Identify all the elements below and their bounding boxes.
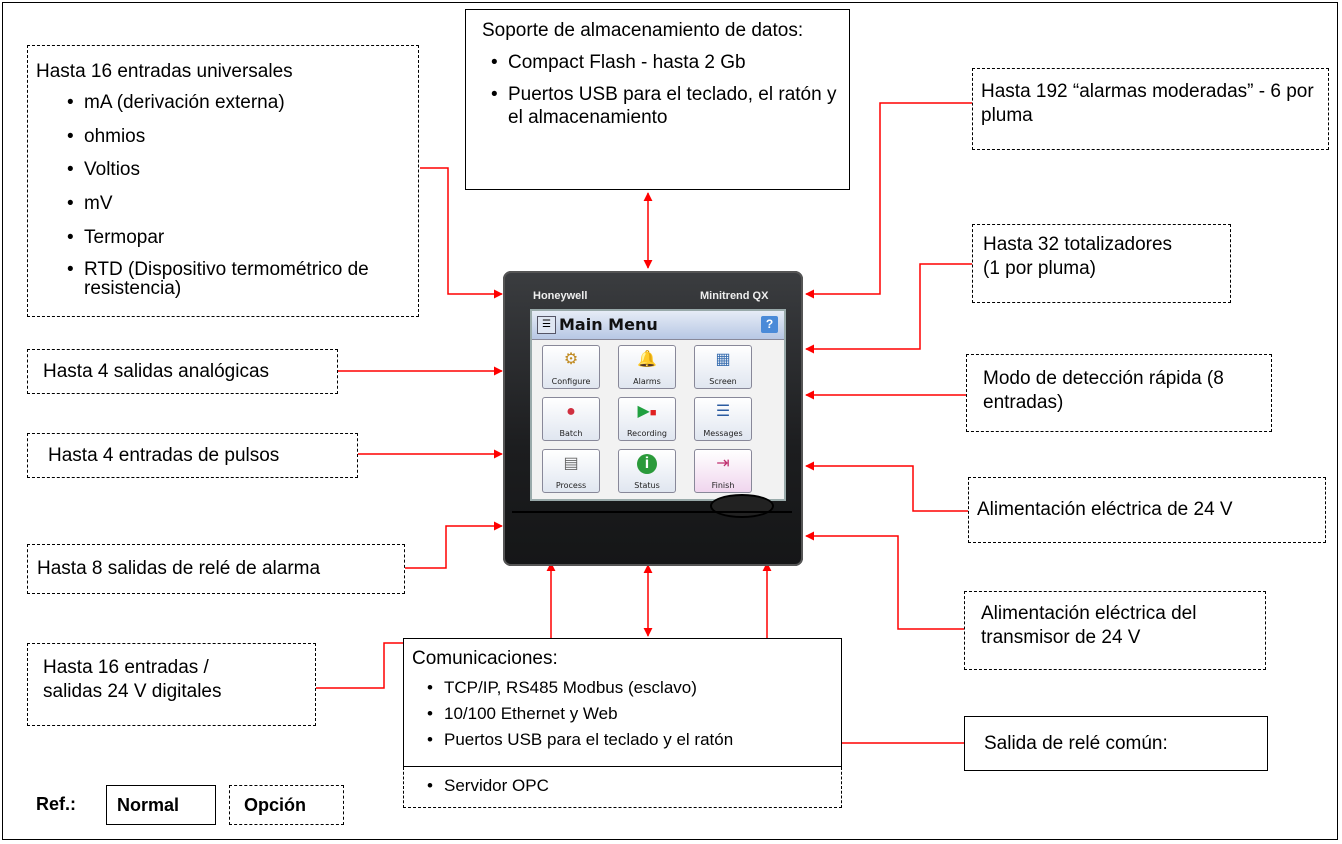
universal-inputs-list: mA (derivación externa) ohmios Voltios m… (36, 91, 410, 300)
screen-icon: ▦ (715, 351, 731, 368)
help-icon[interactable]: ? (761, 316, 778, 333)
device-lower-panel (512, 511, 792, 561)
digital-io-box: Hasta 16 entradas / salidas 24 V digital… (27, 643, 316, 726)
tile-label: Alarms (633, 377, 661, 386)
alarm-relays-text: Hasta 8 salidas de relé de alarma (37, 558, 321, 579)
tile-label: Recording (626, 429, 667, 438)
tile-status[interactable]: i Status (618, 449, 676, 493)
comms-item: 10/100 Ethernet y Web (418, 703, 841, 725)
comms-item: Puertos USB para el teclado y el ratón (418, 729, 841, 751)
soft-alarms-text: Hasta 192 “alarmas moderadas” - 6 por pl… (981, 81, 1314, 126)
storage-title: Soporte de almacenamiento de datos: (482, 20, 804, 41)
storage-item: Puertos USB para el teclado, el ratón y … (482, 83, 837, 131)
transmitter-power-text: Alimentación eléctrica del transmisor de… (981, 603, 1197, 648)
pulse-inputs-text: Hasta 4 entradas de pulsos (48, 445, 280, 466)
device-model: Minitrend QX (700, 290, 769, 302)
common-relay-text: Salida de relé común: (984, 733, 1168, 754)
tile-label: Status (634, 481, 660, 490)
universal-inputs-title: Hasta 16 entradas universales (36, 61, 293, 82)
common-relay-box: Salida de relé común: (964, 716, 1268, 771)
fast-scan-box: Modo de detección rápida (8 entradas) (966, 354, 1272, 432)
tile-process[interactable]: ▤ Process (542, 449, 600, 493)
universal-input-item: Voltios (58, 158, 410, 182)
tile-label: Finish (711, 481, 735, 490)
universal-input-item: RTD (Dispositivo termométrico de resiste… (58, 259, 389, 300)
analog-outputs-text: Hasta 4 salidas analógicas (43, 361, 270, 382)
comms-box: Comunicaciones: TCP/IP, RS485 Modbus (es… (403, 638, 842, 767)
exit-icon: ⇥ (716, 455, 730, 472)
info-icon: i (637, 454, 657, 474)
storage-list: Compact Flash - hasta 2 Gb Puertos USB p… (482, 51, 837, 130)
tile-batch[interactable]: ● Batch (542, 397, 600, 441)
storage-item: Compact Flash - hasta 2 Gb (482, 51, 837, 75)
calculator-icon: ▤ (563, 455, 579, 472)
totalizers-box: Hasta 32 totalizadores (1 por pluma) (972, 224, 1231, 303)
tile-recording[interactable]: ▶■ Recording (618, 397, 676, 441)
screen-header: ☰ Main Menu ? (532, 311, 784, 340)
fast-scan-text: Modo de detección rápida (8 entradas) (983, 368, 1224, 413)
tile-label: Batch (559, 429, 583, 438)
configure-icon: ⚙ (563, 351, 579, 368)
transmitter-power-box: Alimentación eléctrica del transmisor de… (964, 591, 1266, 670)
totalizers-text: Hasta 32 totalizadores (1 por pluma) (983, 234, 1173, 279)
tile-label: Configure (551, 377, 591, 386)
batch-icon: ● (566, 403, 576, 420)
tile-alarms[interactable]: 🔔 Alarms (618, 345, 676, 389)
pulse-inputs-box: Hasta 4 entradas de pulsos (27, 433, 358, 478)
legend-option-label: Opción (244, 795, 306, 815)
analog-outputs-box: Hasta 4 salidas analógicas (27, 349, 338, 394)
bell-icon: 🔔 (637, 351, 657, 368)
comms-title: Comunicaciones: (412, 648, 558, 669)
comms-option-box: Servidor OPC (403, 767, 842, 808)
legend-ref: Ref.: (36, 794, 76, 814)
tile-finish[interactable]: ⇥ Finish (694, 449, 752, 493)
recording-icon: ▶■ (637, 403, 657, 420)
menu-icon: ☰ (537, 316, 556, 334)
digital-io-text: Hasta 16 entradas / salidas 24 V digital… (43, 657, 222, 702)
tile-messages[interactable]: ☰ Messages (694, 397, 752, 441)
power-24v-box: Alimentación eléctrica de 24 V (968, 477, 1326, 543)
comms-item: TCP/IP, RS485 Modbus (esclavo) (418, 677, 841, 699)
alarm-relays-box: Hasta 8 salidas de relé de alarma (27, 544, 405, 594)
comms-option-list: Servidor OPC (418, 775, 841, 797)
legend-option: Opción (229, 785, 344, 825)
device-brand: Honeywell (533, 290, 588, 302)
device-slot (710, 494, 774, 518)
power-24v-text: Alimentación eléctrica de 24 V (977, 499, 1233, 520)
tile-label: Screen (709, 377, 737, 386)
menu-title: Main Menu (559, 315, 658, 334)
comms-list: TCP/IP, RS485 Modbus (esclavo) 10/100 Et… (412, 677, 841, 751)
tile-screen[interactable]: ▦ Screen (694, 345, 752, 389)
universal-input-item: mA (derivación externa) (58, 91, 410, 115)
soft-alarms-box: Hasta 192 “alarmas moderadas” - 6 por pl… (972, 68, 1329, 150)
messages-icon: ☰ (715, 403, 731, 420)
universal-input-item: mV (58, 192, 410, 216)
universal-input-item: ohmios (58, 125, 410, 149)
tile-label: Messages (703, 429, 743, 438)
tile-configure[interactable]: ⚙ Configure (542, 345, 600, 389)
legend-normal-label: Normal (117, 795, 180, 815)
comms-option-item: Servidor OPC (418, 775, 841, 797)
legend-normal: Normal (106, 785, 216, 825)
device-screen: ☰ Main Menu ? ⚙ Configure 🔔 Alarms ▦ Scr… (530, 309, 786, 501)
universal-inputs-box: Hasta 16 entradas universales mA (deriva… (27, 45, 419, 317)
tile-label: Process (555, 481, 587, 490)
universal-input-item: Termopar (58, 226, 410, 250)
storage-box: Soporte de almacenamiento de datos: Comp… (465, 9, 850, 190)
